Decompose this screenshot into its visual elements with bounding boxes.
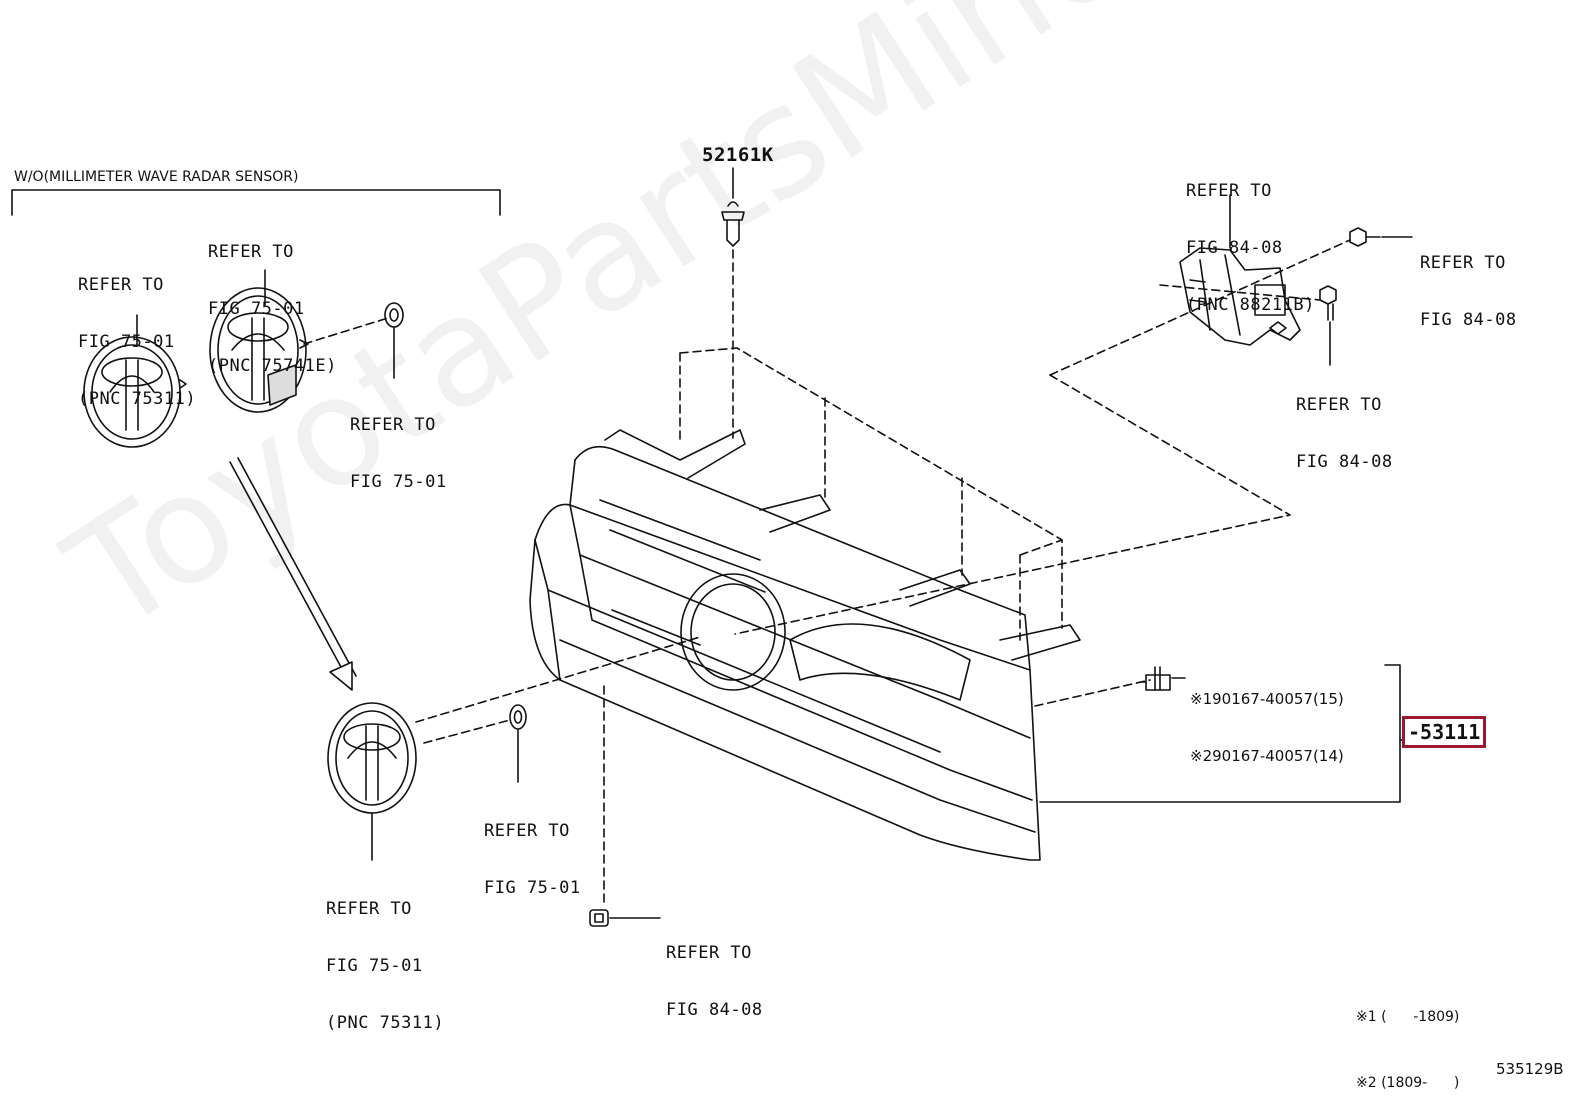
main-part-number[interactable]: -53111	[1402, 716, 1487, 748]
bolt-lower-ref[interactable]: REFER TO FIG 84-08	[1296, 358, 1393, 491]
ref-line: (PNC 75311)	[326, 1013, 445, 1033]
screw-part-line: ※190167-40057(15)	[1190, 690, 1344, 708]
ref-line: REFER TO	[1420, 253, 1506, 273]
nut-low-ref[interactable]: REFER TO FIG 75-01	[484, 784, 581, 917]
legend: ※1 ( -1809) ※2 (1809- )	[1356, 962, 1459, 1116]
nut-low-icon	[509, 704, 527, 730]
ref-line: REFER TO	[326, 899, 412, 919]
ref-line: FIG 75-01	[326, 956, 423, 976]
bolt-upper-icon	[1349, 227, 1381, 247]
ref-line: FIG 75-01	[350, 472, 447, 492]
ref-line: FIG 84-08	[1296, 452, 1393, 472]
ref-line: REFER TO	[666, 943, 752, 963]
ref-line: (PNC 88211B)	[1186, 295, 1315, 315]
ref-line: REFER TO	[1186, 181, 1272, 201]
ref-line: FIG 84-08	[1420, 310, 1517, 330]
screw-part-numbers[interactable]: ※190167-40057(15) ※290167-40057(14)	[1190, 652, 1344, 785]
bolt-upper-ref[interactable]: REFER TO FIG 84-08	[1420, 216, 1517, 349]
radar-sensor-bracket-icon	[1179, 247, 1301, 346]
ref-line: REFER TO	[1296, 395, 1382, 415]
condition-header: W/O(MILLIMETER WAVE RADAR SENSOR)	[14, 169, 299, 185]
nut-top-icon	[384, 302, 404, 328]
clip-52161k-icon	[721, 201, 745, 247]
ref-line: REFER TO	[350, 415, 436, 435]
sensor-ref[interactable]: REFER TO FIG 84-08 (PNC 88211B)	[1186, 144, 1315, 334]
radiator-grille-icon	[529, 429, 1081, 861]
nut-top-ref[interactable]: REFER TO FIG 75-01	[350, 378, 447, 511]
condition-bracket	[11, 189, 501, 216]
clip-low-ref[interactable]: REFER TO FIG 84-08	[666, 906, 763, 1039]
main-part-leader	[1039, 664, 1401, 803]
ref-line: (PNC 75741E)	[208, 356, 337, 376]
ref-line: FIG 84-08	[1186, 238, 1283, 258]
emblem-rear-icon	[83, 336, 187, 448]
ref-line: FIG 75-01	[78, 332, 175, 352]
bolt-lower-icon	[1319, 285, 1337, 321]
screw-part-line: ※290167-40057(14)	[1190, 747, 1344, 765]
emblem-rear-ref[interactable]: REFER TO FIG 75-01 (PNC 75311)	[78, 238, 196, 428]
ref-line: (PNC 75311)	[78, 389, 197, 409]
ref-line: FIG 84-08	[666, 1000, 763, 1020]
ref-line: FIG 75-01	[484, 878, 581, 898]
emblem-front-icon	[327, 702, 417, 814]
legend-line: ※1 ( -1809)	[1356, 1009, 1460, 1025]
ref-line: REFER TO	[78, 275, 164, 295]
emblem-sensor-icon	[209, 287, 309, 413]
direction-arrow-icon	[229, 457, 357, 691]
ref-line: FIG 75-01	[208, 299, 305, 319]
emblem-front-ref[interactable]: REFER TO FIG 75-01 (PNC 75311)	[326, 862, 444, 1052]
ref-line: REFER TO	[208, 242, 294, 262]
figure-code: 535129B	[1496, 1060, 1564, 1078]
clip-part-number[interactable]: 52161K	[702, 144, 774, 166]
ref-line: REFER TO	[484, 821, 570, 841]
emblem-mid-ref[interactable]: REFER TO FIG 75-01 (PNC 75741E)	[208, 205, 337, 395]
push-clip-low-icon	[589, 909, 609, 927]
screw-icon	[1139, 666, 1171, 691]
legend-line: ※2 (1809- )	[1356, 1075, 1460, 1091]
